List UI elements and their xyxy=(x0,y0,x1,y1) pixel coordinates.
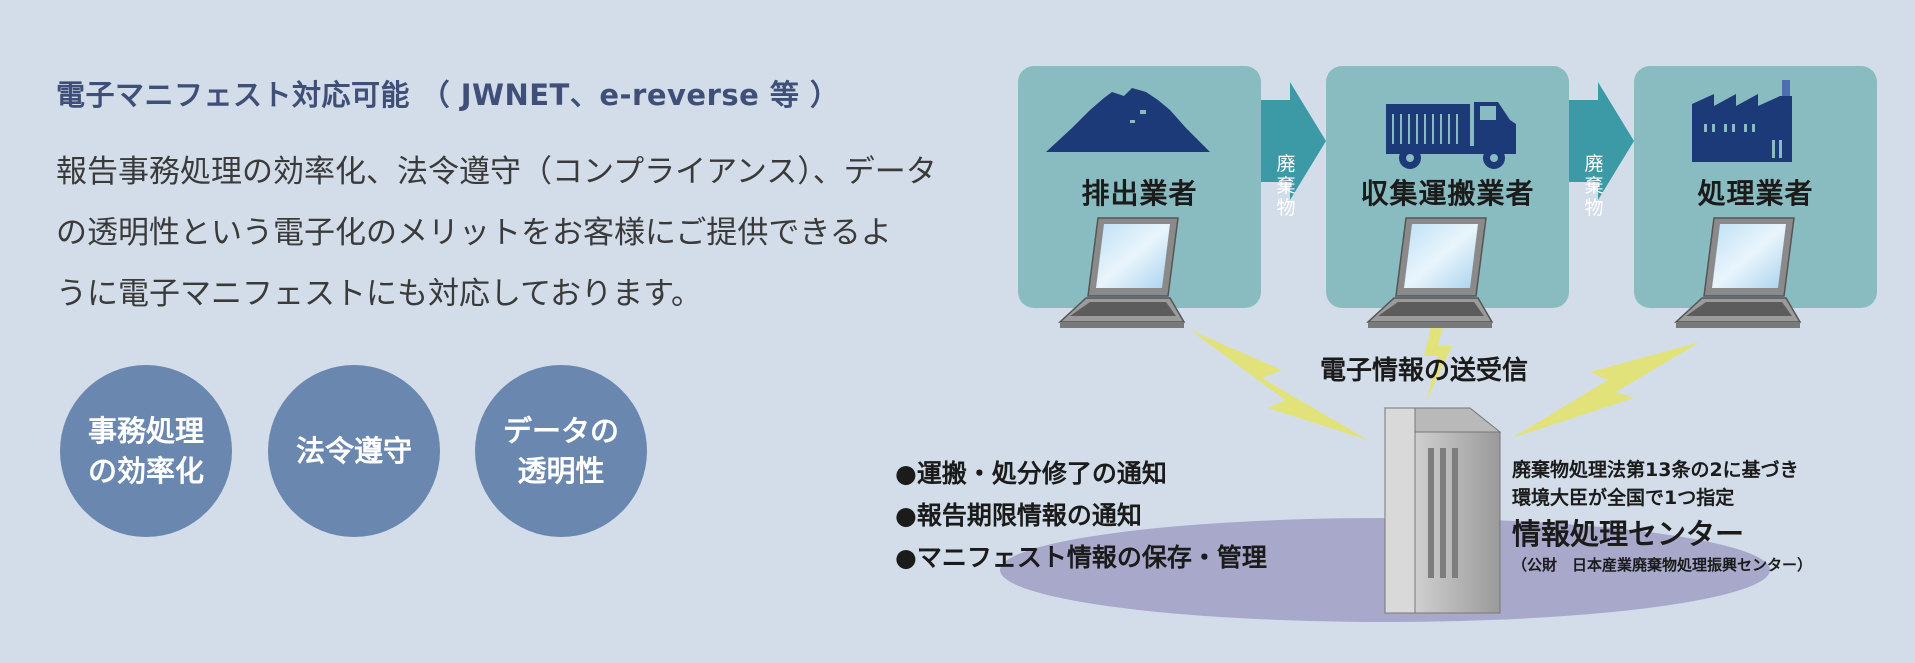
laptop-icon-emitter xyxy=(1060,218,1184,328)
list-item: ●マニフェスト情報の保存・管理 xyxy=(895,537,1267,579)
legal-basis-text: 廃棄物処理法第13条の2に基づき xyxy=(1512,456,1812,484)
notification-list: ●運搬・処分修了の通知 ●報告期限情報の通知 ●マニフェスト情報の保存・管理 xyxy=(895,453,1267,579)
list-item: ●運搬・処分修了の通知 xyxy=(895,453,1267,495)
info-center-block: 廃棄物処理法第13条の2に基づき 環境大臣が全国で1つ指定 情報処理センター （… xyxy=(1512,456,1812,576)
laptop-icon-collector xyxy=(1368,218,1492,328)
info-center-name: 情報処理センター xyxy=(1512,514,1812,554)
data-exchange-caption: 電子情報の送受信 xyxy=(1320,350,1528,387)
list-item: ●報告期限情報の通知 xyxy=(895,495,1267,537)
laptop-icon-processor xyxy=(1676,218,1800,328)
designation-text: 環境大臣が全国で1つ指定 xyxy=(1512,484,1812,512)
info-center-org: （公財 日本産業廃棄物処理振興センター） xyxy=(1512,554,1812,576)
server-icon xyxy=(1385,408,1500,613)
